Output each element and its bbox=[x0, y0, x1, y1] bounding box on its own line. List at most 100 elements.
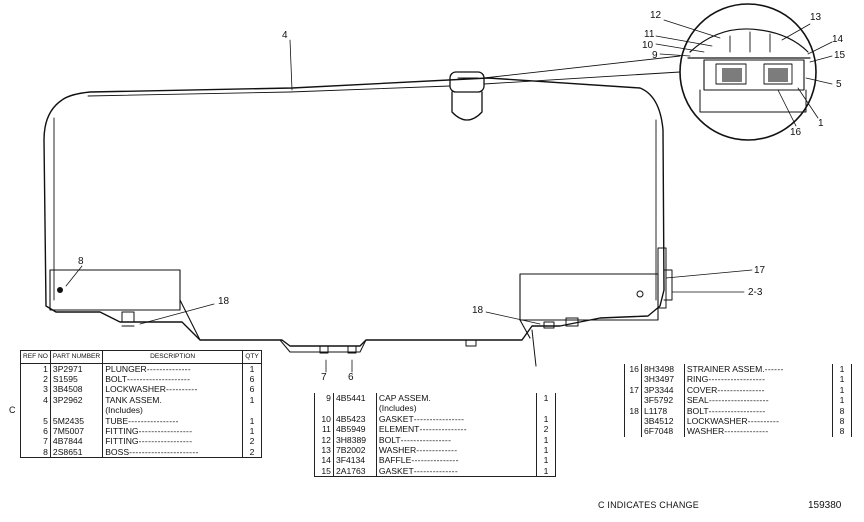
description: BAFFLE--------------- bbox=[376, 455, 538, 466]
callout-8: 8 bbox=[78, 256, 84, 267]
leader-dots: ------------- bbox=[416, 445, 458, 456]
right-sump-box bbox=[519, 273, 659, 321]
tank-body-outline bbox=[43, 77, 665, 347]
qty: 1 bbox=[839, 395, 845, 406]
part-number: 4B5423 bbox=[333, 413, 377, 425]
leader-dots: ------------------ bbox=[708, 405, 766, 416]
callout-10: 10 bbox=[642, 40, 654, 51]
callout-12: 12 bbox=[650, 10, 662, 21]
description-text: GASKET bbox=[378, 413, 414, 424]
header-qty: QTY bbox=[242, 350, 262, 364]
description-text: SEAL bbox=[686, 395, 709, 406]
leader-dots: --------------- bbox=[411, 455, 459, 466]
ref-no bbox=[314, 403, 334, 414]
leader-dots: ------------------ bbox=[708, 374, 766, 385]
description-text: STRAINER ASSEM. bbox=[686, 364, 765, 374]
description: BOLT-------------------- bbox=[102, 373, 244, 385]
qty: 1 bbox=[839, 374, 845, 385]
qty: 1 bbox=[249, 363, 255, 374]
qty: 1 bbox=[543, 413, 549, 424]
ref-no: 10 bbox=[314, 413, 334, 425]
part-number: 3B4508 bbox=[50, 384, 104, 395]
description: COVER--------------- bbox=[684, 384, 834, 396]
callout-2-3: 2-3 bbox=[748, 287, 763, 298]
callout-9: 9 bbox=[652, 50, 658, 61]
qty: 6 bbox=[249, 384, 255, 395]
callout-17: 17 bbox=[754, 265, 766, 276]
part-number: 2S8651 bbox=[50, 446, 104, 458]
part-number: 3F4134 bbox=[333, 455, 377, 466]
ref-no: 12 bbox=[314, 434, 334, 446]
change-mark: C bbox=[9, 405, 16, 415]
ref-no bbox=[624, 426, 642, 437]
leader-dots: ---------------- bbox=[128, 415, 179, 426]
part-number: S1595 bbox=[50, 373, 104, 385]
leader-dots: ---------- bbox=[747, 416, 780, 427]
leader-dots: ---------------- bbox=[413, 413, 465, 424]
qty: 1 bbox=[543, 465, 549, 476]
leader-dots: --------------- bbox=[717, 384, 765, 395]
leader-dots: -------------------- bbox=[127, 373, 191, 384]
description-text: FITTING bbox=[105, 425, 139, 436]
description-text: CAP ASSEM. bbox=[378, 393, 431, 403]
leader-dots: ---------------------- bbox=[129, 446, 199, 457]
header-ref-no: REF NO bbox=[20, 350, 51, 364]
part-number: 3P2971 bbox=[50, 363, 104, 374]
description: GASKET-------------- bbox=[376, 465, 538, 477]
qty: 2 bbox=[249, 446, 255, 457]
header-description: DESCRIPTION bbox=[102, 350, 244, 364]
description: GASKET---------------- bbox=[376, 413, 538, 425]
part-number bbox=[333, 403, 377, 414]
qty bbox=[537, 403, 556, 413]
callout-6: 6 bbox=[348, 372, 354, 383]
leader-dots: ----------------- bbox=[138, 425, 193, 436]
description-text: PLUNGER bbox=[105, 363, 147, 374]
description: ELEMENT--------------- bbox=[376, 424, 538, 435]
ref-no: 6 bbox=[20, 425, 51, 437]
description-text: RING bbox=[686, 374, 709, 385]
part-number: 3P3344 bbox=[641, 384, 685, 396]
qty: 6 bbox=[249, 373, 255, 384]
cap-detail-circle bbox=[679, 3, 817, 141]
qty: 1 bbox=[543, 393, 549, 403]
table-row: (Includes) bbox=[20, 405, 262, 416]
description-text: BOLT bbox=[105, 373, 127, 384]
qty: 1 bbox=[543, 434, 549, 445]
description-text: (Includes) bbox=[378, 403, 417, 414]
description-text: WASHER bbox=[686, 426, 725, 437]
description: FITTING----------------- bbox=[102, 425, 244, 437]
description: TANK ASSEM. bbox=[102, 394, 244, 406]
ref-no: 15 bbox=[314, 465, 334, 477]
description-text: ELEMENT bbox=[378, 424, 420, 435]
description-text: BOLT bbox=[378, 434, 401, 445]
leader-dots: ------ bbox=[764, 364, 784, 374]
qty: 1 bbox=[543, 445, 549, 456]
callout-15: 15 bbox=[834, 50, 846, 61]
description-text: FITTING bbox=[105, 436, 139, 447]
description-text: TUBE bbox=[105, 415, 129, 426]
callout-16: 16 bbox=[790, 127, 802, 138]
qty: 2 bbox=[249, 436, 255, 447]
description: BOLT---------------- bbox=[376, 434, 538, 446]
change-note: C INDICATES CHANGE bbox=[598, 500, 699, 510]
description-text: BOLT bbox=[686, 405, 709, 416]
qty: 1 bbox=[543, 455, 549, 466]
qty: 8 bbox=[839, 426, 845, 437]
